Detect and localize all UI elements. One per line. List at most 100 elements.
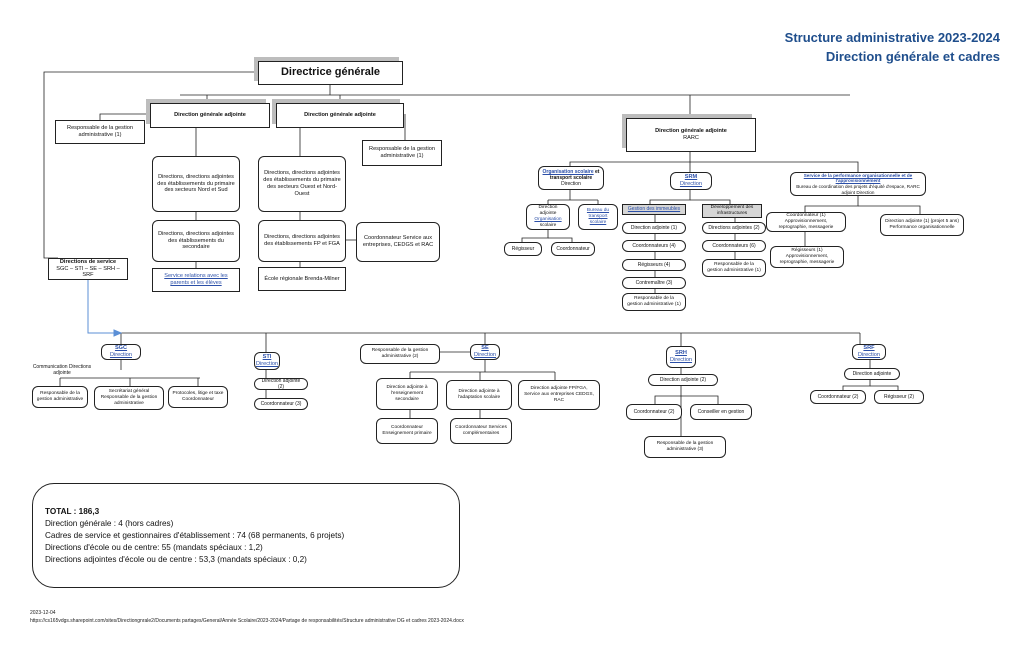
document-title-line1: Structure administrative 2023-2024 — [784, 30, 1000, 45]
total-directions-line: Directions d'école ou de centre: 55 (man… — [45, 542, 263, 552]
org-scolaire-link[interactable]: Organisation scolaire — [542, 168, 594, 175]
parents-service-box[interactable]: Service relations avec les parents et le… — [152, 268, 240, 292]
srm-coord4-label: Coordonnateurs (4) — [632, 242, 676, 249]
srh-coord-label: Coordonnateur (2) — [633, 408, 675, 415]
sgc-sec-box: Secrétariat général Responsable de la ge… — [94, 386, 164, 410]
srf-sub[interactable]: Direction — [857, 352, 881, 358]
directions-service-box: Directions de service SGC – STI – SE – S… — [48, 258, 128, 280]
srm-sub[interactable]: Direction — [679, 181, 703, 187]
srm-cont3-label: Contremaître (3) — [635, 279, 673, 286]
spo-coord-label: Coordonnateur (1) Approvisionnement, rep… — [778, 213, 834, 230]
se-da2-box: Direction adjointe à l'adaptation scolai… — [446, 380, 512, 410]
footer-date: 2023-12-04 — [30, 610, 56, 616]
se-resp-label: Responsable de la gestion administrative… — [371, 348, 429, 359]
dga1-box: Direction générale adjointe — [150, 103, 270, 128]
da-org-link2: scolaire — [539, 222, 557, 228]
resp-left-label: Responsable de la gestion administrative… — [67, 125, 133, 138]
bureau-transport-link2[interactable]: transport — [588, 214, 608, 220]
dga1-label: Direction générale adjointe — [174, 112, 246, 119]
dga2-primary-box: Directions, directions adjointes des éta… — [258, 156, 346, 212]
srh-resp-box: Responsable de la gestion administrative… — [644, 436, 726, 458]
srm-box[interactable]: SRM Direction — [670, 172, 712, 190]
srm-resp1-box: Responsable de la gestion administrative… — [622, 293, 686, 311]
sgc-box[interactable]: SGC Direction — [101, 344, 141, 360]
dev-infra-label: Développement des infrastructures — [710, 205, 754, 216]
gestion-immeubles-box[interactable]: Gestion des immeubles — [622, 204, 686, 215]
total-line: TOTAL : 186,3 — [45, 507, 100, 516]
srm-da2-box: Directions adjointes (2) — [702, 222, 766, 234]
spo-box[interactable]: Service de la performance organisationne… — [790, 172, 926, 196]
srh-da-label: Direction adjointe (2) — [659, 376, 707, 383]
srf-da-label: Direction adjointe — [852, 370, 892, 377]
bureau-transport-link3[interactable]: scolaire — [589, 219, 607, 225]
srf-coord-box: Coordonnateur (2) — [810, 390, 866, 404]
srm-reg4-label: Régisseurs (4) — [637, 261, 671, 268]
srm-da2-label: Directions adjointes (2) — [708, 224, 760, 231]
srf-link[interactable]: SRF — [863, 345, 875, 352]
sti-da-label: Direction adjointe (2) — [261, 378, 301, 390]
org-scolaire-box[interactable]: Organisation scolaire et transport scola… — [538, 166, 604, 190]
sti-link[interactable]: STI — [262, 354, 272, 361]
srm-da1-box: Direction adjointe (1) — [622, 222, 686, 234]
srm-coord6-label: Coordonnateurs (6) — [712, 242, 756, 249]
regisseur-label: Régisseur — [511, 245, 535, 252]
srh-cons-label: Conseiller en gestion — [697, 408, 745, 415]
srm-da1-label: Direction adjointe (1) — [630, 224, 678, 231]
srh-link[interactable]: SRH — [675, 350, 687, 357]
dev-infra-box: Développement des infrastructures — [702, 204, 762, 218]
sgc-resp-box: Responsable de la gestion administrative — [32, 386, 88, 408]
sti-sub[interactable]: Direction — [255, 361, 279, 367]
totals-box: TOTAL : 186,3 Direction générale : 4 (ho… — [32, 483, 460, 588]
resp-left-box: Responsable de la gestion administrative… — [55, 120, 145, 144]
srm-link[interactable]: SRM — [684, 174, 698, 181]
srm-resp1b-label: Responsable de la gestion administrative… — [707, 262, 761, 273]
se-box[interactable]: SÉ Direction — [470, 344, 500, 360]
srh-box[interactable]: SRH Direction — [666, 346, 696, 368]
sgc-link[interactable]: SGC — [114, 345, 128, 352]
sgc-resp-label: Responsable de la gestion administrative — [36, 391, 84, 402]
dga2-label: Direction générale adjointe — [304, 112, 376, 119]
dga2-box: Direction générale adjointe — [276, 103, 404, 128]
total-dg-line: Direction générale : 4 (hors cadres) — [45, 518, 174, 528]
dga1-secondary-box: Directions, directions adjointes des éta… — [152, 220, 240, 262]
se-link[interactable]: SÉ — [481, 345, 489, 352]
spo-reg-box: Régisseurs (1) Approvisionnement, reprog… — [770, 246, 844, 268]
directions-service-title: Directions de service — [59, 258, 117, 265]
se-da3-box: Direction adjointe FP/FGA, Service aux e… — [518, 380, 600, 410]
dga2-primary-label: Directions, directions adjointes des éta… — [263, 170, 341, 197]
spo-reg-label: Régisseurs (1) Approvisionnement, reprog… — [779, 248, 835, 265]
da-org-box[interactable]: Direction adjointe Organisation scolaire — [526, 204, 570, 230]
document-title-line2: Direction générale et cadres — [825, 49, 1000, 64]
sti-da-box: Direction adjointe (2) — [254, 378, 308, 390]
sgc-prot-label: Protocoles, litige et taxe Coordonnateur — [172, 391, 224, 402]
da-org-link[interactable]: Organisation — [534, 217, 562, 222]
srh-sub[interactable]: Direction — [669, 357, 693, 363]
bureau-transport-link1[interactable]: Bureau du — [586, 208, 610, 214]
ecole-brenda-box: École régionale Brenda-Milner — [258, 267, 346, 291]
sti-coord-box: Coordonnateur (3) — [254, 398, 308, 410]
bureau-transport-box[interactable]: Bureau du transport scolaire — [578, 204, 618, 230]
sgc-prot-box: Protocoles, litige et taxe Coordonnateur — [168, 386, 228, 408]
spo-sub: Bureau de coordination des projets d'équ… — [796, 184, 920, 195]
ecole-brenda-label: École régionale Brenda-Milner — [264, 275, 340, 282]
se-coord2-label: Coordonnateur Services complémentaires — [455, 425, 507, 436]
footer-path: https://cs165vdgs.sharepoint.com/sites/D… — [30, 618, 464, 624]
srm-coord4-box: Coordonnateurs (4) — [622, 240, 686, 252]
coordo-box: Coordonnateur — [551, 242, 595, 256]
se-da1-box: Direction adjointe à l'enseignement seco… — [376, 378, 438, 410]
resp-mid-label: Responsable de la gestion administrative… — [369, 146, 435, 159]
srm-reg4-box: Régisseurs (4) — [622, 259, 686, 271]
parents-service-link[interactable]: Service relations avec les parents et le… — [164, 273, 228, 286]
spo-coord-box: Coordonnateur (1) Approvisionnement, rep… — [766, 212, 846, 232]
coordo-label: Coordonnateur — [556, 245, 590, 252]
gestion-immeubles-link[interactable]: Gestion des immeubles — [627, 206, 681, 213]
se-sub[interactable]: Direction — [473, 352, 497, 358]
dga2-fp-fga-label: Directions, directions adjointes des éta… — [264, 234, 340, 247]
spo-link[interactable]: Service de la performance organisationne… — [803, 172, 913, 184]
sgc-sub[interactable]: Direction — [109, 352, 133, 358]
srf-box[interactable]: SRF Direction — [852, 344, 886, 360]
coord-entreprises-label: Coordonnateur Service aux entreprises, C… — [362, 235, 434, 248]
sti-box[interactable]: STI Direction — [254, 352, 280, 370]
